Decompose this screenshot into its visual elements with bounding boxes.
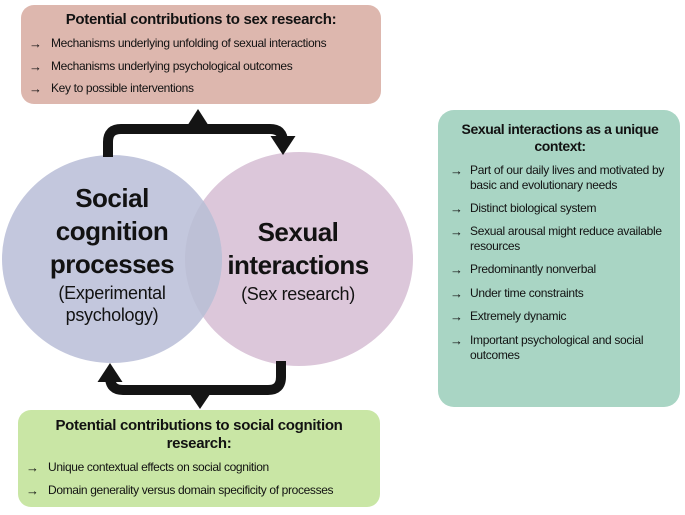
list-item: → Mechanisms underlying unfolding of sex… [29, 36, 373, 52]
arrow-bullet-icon: → [26, 482, 39, 498]
list-item-label: Under time constraints [470, 285, 584, 300]
list-item-label: Mechanisms underlying psychological outc… [51, 58, 293, 73]
box-title-line: research: [166, 435, 232, 452]
box-title: Sexual interactions as a unique context: [450, 121, 670, 155]
box-item-list: → Part of our daily lives and motivated … [450, 163, 670, 363]
arrow-bullet-icon: → [29, 36, 42, 51]
box-title-line: context: [534, 137, 586, 154]
arrowhead-up-icon [185, 109, 211, 129]
unique-context-box: Sexual interactions as a unique context:… [438, 110, 680, 407]
list-item: → Part of our daily lives and motivated … [450, 163, 670, 193]
arrowhead-up-icon [97, 363, 123, 382]
left-circle-label: Social cognition processes (Experimental… [27, 182, 197, 327]
arrow-bullet-icon: → [450, 162, 463, 178]
list-item-label: Extremely dynamic [470, 309, 567, 324]
arrow-bullet-icon: → [29, 58, 42, 74]
arrow-bullet-icon: → [450, 224, 463, 240]
top-connector-line [103, 124, 288, 157]
list-item-label: Key to possible interventions [51, 81, 194, 96]
list-item-label: Part of our daily lives and motivated by… [470, 162, 665, 192]
list-item-label: Distinct biological system [470, 200, 597, 215]
bottom-connector-arrow [97, 361, 286, 409]
right-circle-subtitle: (Sex research) [241, 284, 355, 305]
list-item-label: Sexual arousal might reduce available re… [470, 224, 662, 254]
right-circle-title: Sexual interactions [227, 217, 369, 281]
right-circle [185, 152, 413, 366]
sex-research-contributions-box: Potential contributions to sex research:… [21, 5, 381, 104]
box-item-list: → Mechanisms underlying unfolding of sex… [29, 36, 373, 97]
top-connector-arrow [103, 109, 296, 157]
box-title: Potential contributions to social cognit… [26, 417, 372, 453]
box-title-line: Sexual interactions as a unique [461, 121, 659, 137]
list-item-label: Predominantly nonverbal [470, 262, 596, 277]
list-item: → Important psychological and social out… [450, 333, 670, 363]
right-circle-label: Sexual interactions (Sex research) [205, 216, 391, 306]
list-item-label: Mechanisms underlying unfolding of sexua… [51, 36, 327, 50]
list-item: → Mechanisms underlying psychological ou… [29, 59, 373, 75]
list-item: → Key to possible interventions [29, 81, 373, 97]
arrowhead-down-icon [187, 390, 213, 409]
list-item: → Under time constraints [450, 286, 670, 302]
left-circle [2, 155, 222, 363]
arrow-bullet-icon: → [450, 285, 463, 301]
list-item: → Domain generality versus domain specif… [26, 483, 372, 499]
list-item: → Distinct biological system [450, 201, 670, 217]
list-item: → Predominantly nonverbal [450, 262, 670, 278]
arrow-bullet-icon: → [450, 200, 463, 216]
list-item: → Sexual arousal might reduce available … [450, 224, 670, 254]
arrow-bullet-icon: → [450, 262, 463, 278]
arrow-bullet-icon: → [450, 309, 463, 325]
left-circle-subtitle: (Experimental psychology) [58, 283, 166, 325]
box-title: Potential contributions to sex research: [65, 11, 337, 28]
list-item-label: Important psychological and social outco… [470, 332, 644, 362]
arrow-bullet-icon: → [29, 81, 42, 97]
arrow-bullet-icon: → [450, 332, 463, 348]
list-item-label: Domain generality versus domain specific… [48, 482, 334, 497]
list-item-label: Unique contextual effects on social cogn… [48, 460, 269, 474]
list-item: → Unique contextual effects on social co… [26, 460, 372, 476]
left-circle-title: Social cognition processes [49, 183, 175, 280]
box-item-list: → Unique contextual effects on social co… [26, 460, 372, 498]
list-item: → Extremely dynamic [450, 309, 670, 325]
arrowhead-down-icon [270, 136, 296, 155]
bottom-connector-line [105, 361, 286, 395]
social-cognition-contributions-box: Potential contributions to social cognit… [18, 410, 380, 507]
arrow-bullet-icon: → [26, 460, 39, 475]
box-title-line: Potential contributions to social cognit… [55, 417, 343, 434]
